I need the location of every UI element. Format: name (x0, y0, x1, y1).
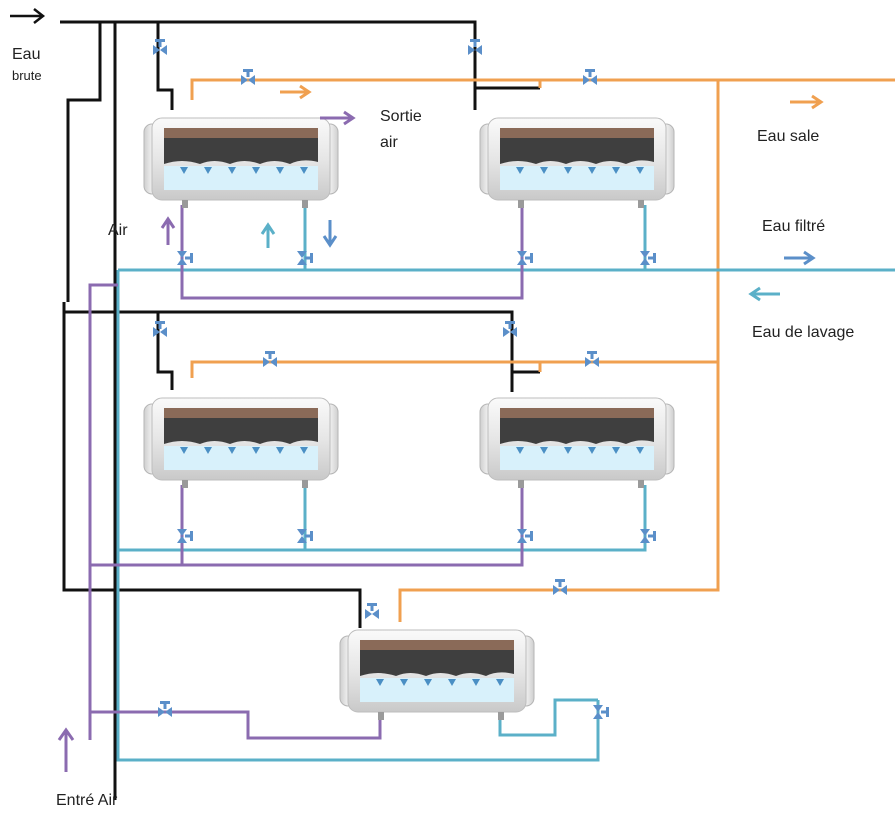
air-inlet-arrow-icon (57, 727, 75, 772)
filter-tank-4 (479, 397, 675, 489)
raw-water-pipes (60, 20, 540, 800)
filter-tank-3 (143, 397, 339, 489)
valve-icon[interactable] (177, 529, 193, 543)
valve-icon[interactable] (297, 251, 313, 265)
wash-water-arrow-icon (748, 286, 780, 302)
valve-icon[interactable] (517, 529, 533, 543)
valve-icon[interactable] (177, 251, 193, 265)
filter-tank-5 (339, 629, 535, 721)
valve-icon[interactable] (158, 701, 172, 717)
dirty-water-label: Eau sale (757, 128, 820, 145)
valve-icon[interactable] (553, 579, 567, 595)
valve-icon[interactable] (263, 351, 277, 367)
water-down-arrow-icon (322, 220, 338, 248)
raw-water-arrow-icon (10, 8, 46, 24)
valve-icon[interactable] (365, 603, 379, 619)
dirty-water-out-arrow-icon (790, 94, 824, 110)
filtered-water-pipes (116, 205, 895, 762)
valve-icon[interactable] (640, 529, 656, 543)
filtered-water-label: Eau filtré (762, 218, 826, 235)
dirty-water-arrow-icon (280, 84, 312, 100)
raw-water-label: Eau (12, 46, 41, 63)
filter-tank-1 (143, 117, 339, 209)
wash-water-label: Eau de lavage (752, 324, 855, 341)
valve-icon[interactable] (583, 69, 597, 85)
valve-icon[interactable] (153, 39, 167, 55)
valve-icon[interactable] (517, 251, 533, 265)
valve-icon[interactable] (241, 69, 255, 85)
air-out-label-2: air (380, 134, 398, 151)
water-up-arrow-icon (260, 222, 276, 248)
valve-icon[interactable] (153, 321, 167, 337)
filtered-water-arrow-icon (784, 250, 816, 266)
valve-icon[interactable] (503, 321, 517, 337)
valve-icon[interactable] (593, 705, 609, 719)
air-up-arrow-icon (160, 216, 176, 245)
raw-water-label-2: brute (12, 68, 42, 83)
air-inlet-label: Entré Air (56, 792, 118, 809)
filter-tank-2 (479, 117, 675, 209)
air-out-label: Sortie (380, 108, 422, 125)
valve-icon[interactable] (297, 529, 313, 543)
valve-icon[interactable] (640, 251, 656, 265)
valve-icon[interactable] (585, 351, 599, 367)
air-out-arrow-icon (320, 110, 356, 126)
air-label: Air (108, 222, 128, 239)
